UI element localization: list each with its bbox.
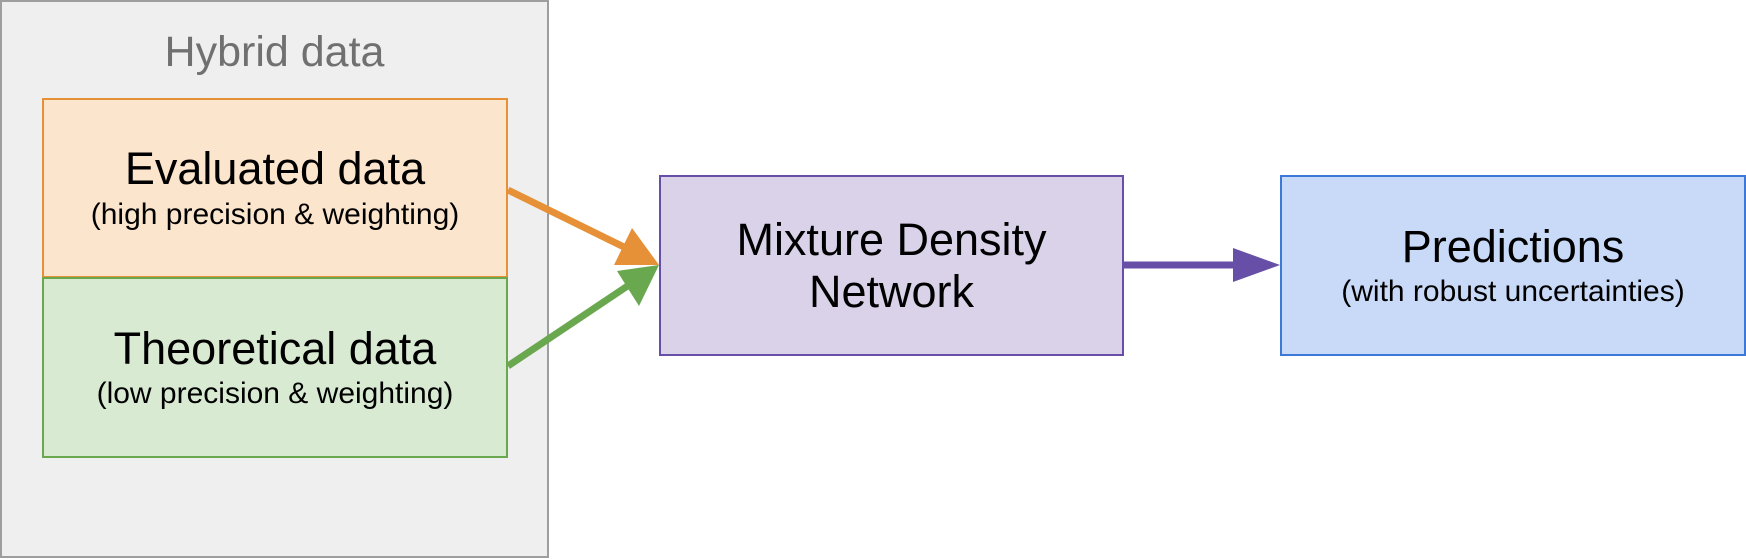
theoretical-data-node: Theoretical data (low precision & weight… bbox=[42, 277, 508, 458]
theoretical-data-title: Theoretical data bbox=[113, 322, 437, 374]
theoretical-data-subtitle: (low precision & weighting) bbox=[96, 377, 454, 411]
arrow-mdn-to-predictions bbox=[1124, 248, 1280, 282]
mixture-density-network-title: Mixture Density Network bbox=[736, 213, 1047, 317]
mixture-density-network-node: Mixture Density Network bbox=[659, 175, 1124, 356]
evaluated-data-node: Evaluated data (high precision & weighti… bbox=[42, 98, 508, 278]
predictions-title: Predictions bbox=[1401, 220, 1625, 272]
evaluated-data-title: Evaluated data bbox=[124, 143, 426, 195]
evaluated-data-subtitle: (high precision & weighting) bbox=[90, 197, 460, 231]
predictions-node: Predictions (with robust uncertainties) bbox=[1280, 175, 1746, 356]
hybrid-data-title: Hybrid data bbox=[164, 28, 385, 76]
predictions-subtitle: (with robust uncertainties) bbox=[1341, 275, 1685, 309]
